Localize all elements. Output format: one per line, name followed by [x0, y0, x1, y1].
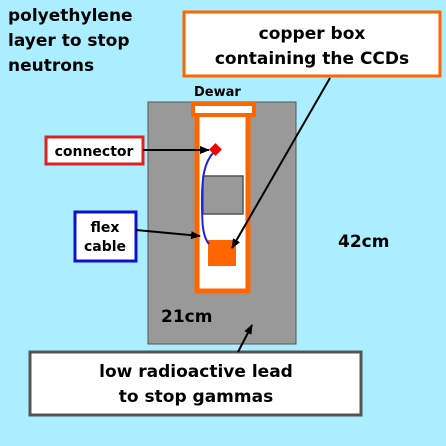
- ccd-copper-square: [208, 240, 236, 266]
- flex-cable-arrow: [135, 229, 201, 240]
- lead-label-line2: to stop gammas: [119, 387, 273, 407]
- flex-label-line1: flex: [91, 220, 120, 236]
- polyethylene-label-line3: neutrons: [8, 56, 94, 76]
- copper-label-line2: containing the CCDs: [215, 49, 409, 69]
- connector-label-box: [44, 135, 145, 166]
- dewar-cap: [191, 102, 256, 117]
- flex-cable: [200, 151, 215, 245]
- copper-label-box: [182, 10, 442, 78]
- flex-label-box: [73, 210, 138, 263]
- connector-label: connector: [55, 144, 134, 160]
- dewar-label: Dewar: [194, 85, 241, 100]
- polyethylene-label-line2: layer to stop: [8, 31, 130, 51]
- width-42cm-label: 42cm: [338, 232, 389, 252]
- polyethylene-label-line1: polyethylene: [8, 6, 133, 26]
- flex-label-line2: cable: [84, 239, 126, 255]
- lead-label-box: [28, 350, 363, 417]
- copper-label-line1: copper box: [259, 24, 366, 44]
- lead-arrow: [237, 324, 253, 353]
- ccd-mount-block: [202, 175, 244, 215]
- width-21cm-label: 21cm: [161, 307, 212, 327]
- connector-marker: [209, 143, 222, 156]
- lead-label-line1: low radioactive lead: [99, 362, 293, 382]
- copper-box-arrow: [231, 77, 331, 249]
